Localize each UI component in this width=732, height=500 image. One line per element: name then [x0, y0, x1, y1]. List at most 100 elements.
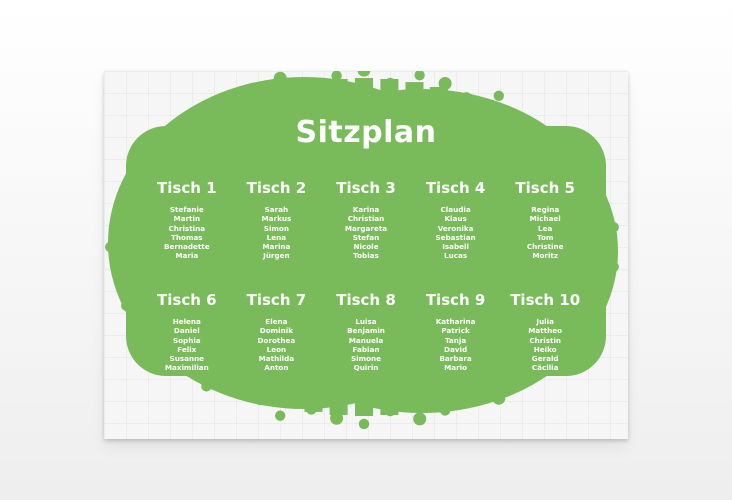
blob-body: [126, 126, 606, 376]
puzzle-tab: [576, 202, 595, 221]
puzzle-knob: [275, 410, 286, 421]
guest-name: Veronika: [437, 223, 474, 233]
puzzle-knob: [331, 71, 342, 81]
puzzle-tab: [213, 363, 232, 382]
puzzle-tab: [515, 124, 534, 143]
guest-list: Regina Michael Lea Tom Christine Moritz: [500, 205, 590, 261]
puzzle-tab: [162, 323, 181, 342]
puzzle-knob: [608, 261, 619, 272]
table-name: Tisch 8: [336, 291, 396, 309]
guest-name: Tanja: [444, 335, 467, 345]
guest-name: Mathilda: [258, 354, 295, 364]
table-card-1: Tisch 1 Stefanie Martin Christina Thomas…: [142, 179, 232, 291]
guest-list: Julia Mattheo Christin Heiko Gerald Cäci…: [500, 317, 590, 373]
table-name: Tisch 3: [336, 179, 396, 197]
guest-list: Elena Dominik Dorothea Leon Mathilda Ant…: [232, 317, 322, 373]
table-card-7: Tisch 7 Elena Dominik Dorothea Leon Math…: [232, 291, 322, 403]
puzzle-knob: [358, 418, 370, 430]
puzzle-tab: [129, 220, 148, 239]
guest-name: Margareta: [344, 223, 388, 233]
table-card-2: Tisch 2 Sarah Markus Simon Lena Marina J…: [232, 179, 322, 291]
guest-name: Markus: [261, 214, 292, 224]
puzzle-tab: [150, 307, 169, 326]
guest-name: Luisa: [355, 317, 377, 326]
puzzle-knob: [414, 71, 425, 81]
table-name: Tisch 6: [157, 291, 217, 309]
guest-name: Tom: [537, 232, 554, 242]
guest-name: Maximilian: [164, 363, 209, 373]
guest-name: Christin: [529, 335, 562, 345]
puzzle-tab: [304, 393, 323, 412]
puzzle-tab: [380, 397, 399, 415]
puzzle-knob: [120, 202, 134, 216]
guest-name: Patrick: [441, 326, 470, 336]
puzzle-tab: [547, 323, 566, 342]
puzzle-knob: [439, 405, 451, 416]
puzzle-tab: [234, 373, 253, 392]
guest-name: Cäcilia: [531, 363, 559, 373]
puzzle-tab: [329, 397, 348, 415]
puzzle-knob: [594, 183, 605, 195]
guest-list: Luisa Benjamin Manuela Fabian Simone Qui…: [321, 317, 411, 373]
puzzle-tab: [580, 220, 599, 239]
puzzle-tab: [280, 87, 299, 105]
puzzle-tab: [177, 138, 196, 157]
puzzle-tab: [329, 79, 348, 97]
guest-name: Heiko: [533, 344, 557, 354]
puzzle-tab: [234, 102, 253, 121]
guest-name: Karina: [352, 205, 380, 214]
table-card-4: Tisch 4 Claudia Klaus Veronika Sebastian…: [411, 179, 501, 291]
puzzle-tab: [129, 255, 148, 274]
guest-name: Isabell: [442, 242, 469, 252]
guest-name: Manuela: [348, 335, 384, 345]
table-name: Tisch 5: [515, 179, 575, 197]
table-name: Tisch 1: [157, 179, 217, 197]
guest-name: Sarah: [264, 205, 289, 214]
puzzle-knob: [580, 317, 591, 328]
table-name: Tisch 9: [425, 291, 486, 309]
puzzle-tab: [194, 351, 213, 370]
guest-name: David: [444, 344, 468, 354]
puzzle-tab: [256, 382, 275, 401]
guest-name: Benjamin: [347, 326, 385, 336]
puzzle-knob: [165, 350, 176, 361]
guest-name: Lucas: [444, 251, 468, 261]
guest-name: Tobias: [353, 251, 379, 261]
puzzle-tab: [213, 112, 232, 131]
puzzle-tab: [547, 152, 566, 171]
puzzle-tab: [162, 152, 181, 171]
guest-list: Helena Daniel Sophia Felix Susanne Maxim…: [142, 317, 232, 373]
guest-name: Martin: [173, 214, 201, 224]
guest-name: Simon: [263, 223, 289, 233]
guest-name: Christine: [526, 242, 564, 252]
guest-name: Nicole: [353, 242, 379, 252]
puzzle-knob: [438, 77, 452, 90]
guest-list: Karina Christian Margareta Stefan Nicole…: [321, 205, 411, 261]
puzzle-tab: [532, 138, 551, 157]
puzzle-knob: [492, 391, 506, 405]
puzzle-tab: [532, 337, 551, 356]
guest-name: Michael: [529, 214, 561, 224]
puzzle-knob: [273, 71, 287, 85]
puzzle-tab: [496, 112, 515, 131]
guest-name: Felix: [177, 344, 197, 354]
puzzle-knob: [122, 279, 133, 291]
puzzle-tab: [559, 307, 578, 326]
guest-name: Helena: [172, 317, 201, 326]
puzzle-tab: [355, 398, 373, 416]
puzzle-tab: [380, 79, 399, 97]
guest-name: Anton: [264, 363, 289, 373]
guest-name: Christian: [347, 214, 385, 224]
puzzle-tab: [429, 87, 448, 105]
guest-name: Katharina: [435, 317, 476, 326]
table-card-3: Tisch 3 Karina Christian Margareta Stefa…: [321, 179, 411, 291]
puzzle-tab: [133, 273, 152, 292]
puzzle-knob: [413, 412, 427, 426]
guest-list: Sarah Markus Simon Lena Marina Jürgen: [232, 205, 322, 261]
guest-name: Mattheo: [528, 326, 563, 336]
guest-name: Klaus: [444, 214, 467, 224]
guest-name: Claudia: [440, 205, 471, 214]
puzzle-blob-shape: [105, 71, 619, 430]
guest-name: Stefan: [352, 232, 380, 242]
